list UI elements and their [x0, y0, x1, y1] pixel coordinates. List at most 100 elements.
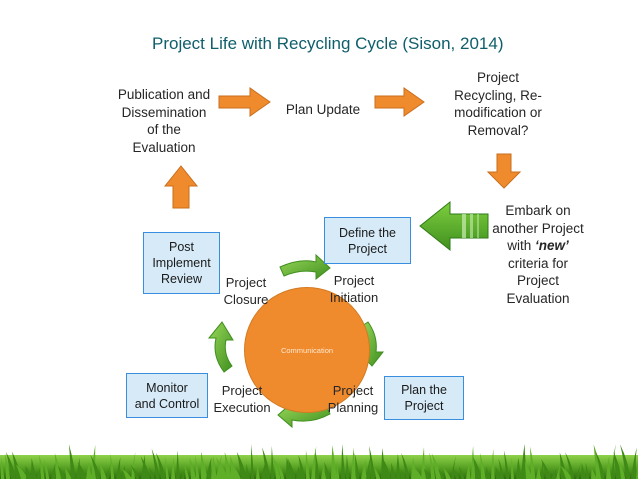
- embark-with: with: [507, 238, 535, 253]
- grass-blade: [451, 455, 457, 479]
- grass-blade: [130, 464, 140, 479]
- box-plan-project: Plan the Project: [384, 376, 464, 420]
- grass-blade: [321, 465, 327, 479]
- grass-blade: [215, 457, 228, 479]
- embark-line: criteria for: [507, 255, 568, 271]
- grass-blade: [305, 449, 310, 479]
- grass-blade: [346, 454, 350, 479]
- box-line: Define the: [339, 225, 396, 240]
- grass-blade: [15, 464, 28, 479]
- embark-new-emphasis: ‘new’: [535, 238, 569, 253]
- box-line: Review: [160, 272, 202, 286]
- grass-blade: [613, 451, 623, 479]
- box-line: Monitor: [146, 380, 188, 395]
- grass-blade: [116, 457, 122, 479]
- grass-blade: [381, 456, 391, 479]
- grass-blade: [400, 468, 406, 479]
- grass-blade: [25, 465, 33, 479]
- embark-line: Evaluation: [506, 290, 570, 306]
- stage-line: Planning: [327, 399, 379, 415]
- arrow-plan-update-to-recycling: [374, 87, 425, 117]
- grass-blade: [176, 450, 181, 479]
- recycling-line: Recycling, Re-: [454, 87, 542, 103]
- cycle-arrow-top: [279, 253, 331, 281]
- embark-line: another Project: [492, 220, 584, 236]
- embark-line: Embark on: [505, 203, 571, 218]
- grass-blade: [374, 467, 381, 479]
- publication-line: Publication and: [117, 87, 211, 102]
- grass-blade: [298, 455, 306, 479]
- box-line: Implement: [152, 256, 211, 270]
- publication-line: of the: [147, 122, 181, 137]
- grass-blade: [200, 451, 208, 479]
- grass-blade: [429, 452, 436, 479]
- grass-blade: [410, 464, 423, 479]
- grass-blade: [491, 448, 495, 479]
- stage-line: Closure: [223, 291, 269, 307]
- arrow-embark-to-define: [419, 200, 489, 252]
- grass-blade: [480, 453, 486, 479]
- grass-blade: [495, 466, 503, 479]
- grass-blade: [106, 462, 112, 479]
- grass-blade: [529, 446, 536, 479]
- grass-blade: [551, 468, 557, 479]
- grass-blade: [195, 455, 200, 479]
- grass-blade: [5, 451, 16, 479]
- grass-blade: [189, 457, 197, 479]
- grass-blade: [224, 452, 233, 479]
- grass-blade: [451, 466, 460, 479]
- grass-blade: [541, 460, 545, 479]
- grass-blade: [431, 453, 442, 479]
- grass-blade: [396, 453, 401, 479]
- grass-blade: [516, 457, 523, 479]
- grass-blade: [110, 453, 115, 479]
- grass-blade: [44, 459, 50, 479]
- grass-decoration: [0, 443, 638, 479]
- box-line: Project: [404, 399, 444, 413]
- grass-blade: [458, 466, 465, 479]
- grass-blade: [498, 458, 505, 479]
- grass-blade: [361, 459, 368, 479]
- grass-blade: [324, 461, 331, 479]
- box-line: Plan the: [401, 383, 447, 397]
- page-title: Project Life with Recycling Cycle (Sison…: [152, 34, 504, 53]
- grass-blade: [391, 462, 397, 479]
- grass-blade: [64, 467, 72, 479]
- grass-blade: [471, 445, 476, 479]
- grass-blade: [331, 445, 338, 479]
- grass-blade: [423, 468, 432, 479]
- grass-blade: [206, 457, 213, 479]
- plan-update-text: Plan Update: [285, 102, 361, 117]
- arrow-publication-to-plan-update: [218, 87, 271, 117]
- stage-line: Project: [225, 275, 267, 290]
- recycling-line: modification or: [454, 105, 542, 120]
- grass-blade: [611, 443, 616, 479]
- grass-blade: [51, 462, 56, 479]
- grass-blade: [354, 453, 360, 479]
- box-line: and Control: [134, 396, 200, 411]
- stage-line: Project: [221, 383, 263, 398]
- grass-blade: [90, 454, 101, 479]
- grass-blade: [99, 463, 107, 479]
- grass-blade: [183, 464, 190, 479]
- grass-blade: [524, 461, 533, 479]
- grass-blade: [1, 457, 5, 479]
- grass-blade: [443, 467, 451, 479]
- publication-line: Dissemination: [121, 104, 207, 120]
- recycling-line: Project: [476, 70, 520, 85]
- grass-blade: [271, 445, 275, 479]
- grass-blade: [236, 451, 247, 479]
- stage-planning: Project Planning: [322, 383, 384, 416]
- grass-blade: [576, 461, 582, 479]
- grass-blade: [171, 457, 176, 479]
- grass-blade: [151, 448, 160, 479]
- grass-blade: [556, 462, 562, 479]
- grass-blade: [541, 459, 552, 479]
- grass-blade: [503, 450, 510, 479]
- grass-blade: [314, 448, 320, 479]
- grass-blade: [473, 456, 483, 479]
- stage-line: Execution: [213, 399, 271, 415]
- recycling-text: Project Recycling, Re- modification or R…: [428, 69, 568, 139]
- recycling-line: Removal?: [467, 122, 529, 138]
